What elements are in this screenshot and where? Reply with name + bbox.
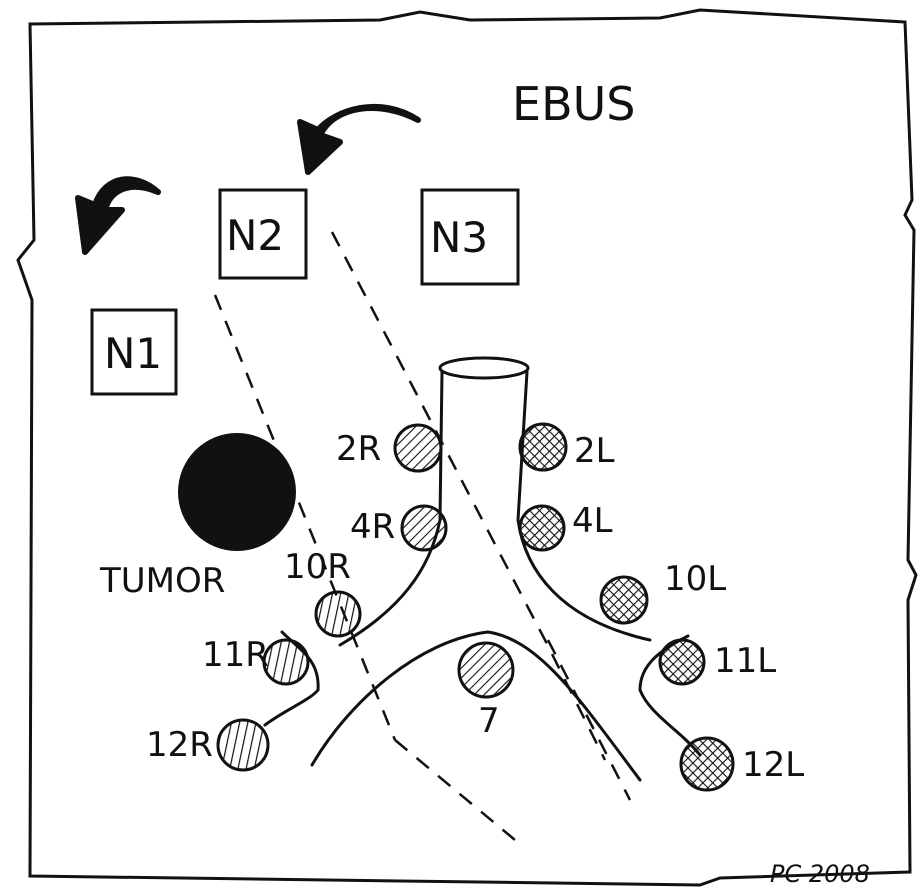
- trachea-opening: [438, 356, 530, 380]
- title-ebus: EBUS: [512, 77, 636, 131]
- zone-n3-label: N3: [430, 213, 488, 262]
- node-2l: 2L: [518, 422, 615, 472]
- node-4l: 4L: [518, 501, 613, 552]
- node-4r: 4R: [350, 504, 448, 552]
- node-10r-label: 10R: [284, 547, 351, 587]
- node-7-label: 7: [478, 701, 500, 741]
- zone-n1-label: N1: [104, 329, 162, 378]
- node-2r-label: 2R: [336, 429, 381, 469]
- zone-n2-label: N2: [226, 211, 284, 260]
- node-12l-label: 12L: [742, 745, 804, 785]
- node-4r-label: 4R: [350, 507, 395, 547]
- node-12r: 12R: [146, 718, 270, 772]
- frame: [16, 8, 918, 887]
- node-11l: 11L: [658, 638, 776, 686]
- node-12r-label: 12R: [146, 725, 213, 765]
- zone-n2-box: [218, 188, 308, 280]
- node-12l: 12L: [679, 736, 804, 792]
- zone-n1-box: [90, 308, 178, 396]
- zone-n3-box: [420, 188, 520, 286]
- node-11r: 11R: [202, 635, 310, 686]
- node-10l-label: 10L: [664, 559, 726, 599]
- n1-n2-boundary: [213, 294, 397, 741]
- arrow-to-n1-icon: [75, 176, 161, 255]
- airway-outline: [263, 370, 702, 782]
- n2-n3-boundary: [330, 231, 607, 761]
- node-2l-label: 2L: [574, 431, 615, 471]
- tumor-label: TUMOR: [99, 561, 225, 601]
- tumor: [178, 433, 296, 551]
- node-11r-label: 11R: [202, 635, 269, 675]
- node-10r: 10R: [284, 547, 362, 638]
- n2-boundary-lower: [394, 739, 516, 841]
- node-7: 7: [457, 641, 515, 741]
- node-2r: 2R: [336, 423, 443, 473]
- node-4l-label: 4L: [572, 501, 613, 541]
- arrow-to-n2-icon: [297, 103, 421, 175]
- signature: PC 2008: [770, 860, 870, 888]
- n3-boundary-lower: [546, 639, 632, 801]
- node-11l-label: 11L: [714, 641, 776, 681]
- node-10l: 10L: [599, 559, 726, 625]
